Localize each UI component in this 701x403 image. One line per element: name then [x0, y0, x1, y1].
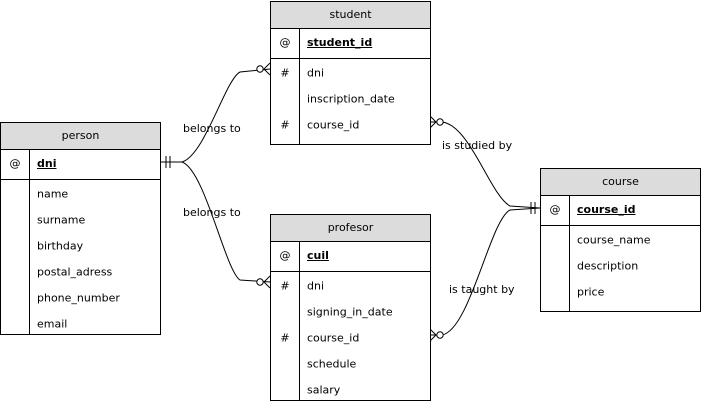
line-person-student	[160, 68, 271, 163]
attribute-row: description	[577, 259, 639, 273]
primary-key-name: course_id	[577, 203, 636, 216]
attribute-row: #course_id	[280, 118, 360, 132]
label-student-course: is studied by	[442, 139, 513, 152]
line-student-course	[430, 121, 541, 209]
column-divider	[29, 149, 30, 334]
attribute-row: phone_number	[37, 291, 120, 305]
entity-course[interactable]: course @ course_id course_name descripti…	[540, 168, 701, 312]
entity-profesor[interactable]: profesor @ cuil #dni signing_in_date #co…	[270, 214, 431, 401]
attribute-row: salary	[307, 383, 341, 397]
label-person-profesor: belongs to	[183, 206, 241, 219]
attribute-row: #dni	[280, 66, 325, 80]
entity-person[interactable]: person @ dni name surname birthday posta…	[0, 122, 161, 335]
attribute-row: postal_adress	[37, 265, 113, 279]
column-divider	[299, 241, 300, 400]
entity-student[interactable]: student @ student_id #dni inscription_da…	[270, 1, 431, 145]
line-person-profesor	[160, 161, 271, 283]
key-symbol: @	[549, 203, 561, 216]
attribute-row: schedule	[307, 357, 357, 371]
attribute-row: course_name	[577, 233, 651, 247]
attribute-row: price	[577, 285, 605, 299]
key-symbol: @	[279, 36, 291, 49]
label-profesor-course: is taught by	[449, 283, 515, 296]
key-symbol: @	[279, 249, 291, 262]
attribute-row: #course_id	[280, 331, 360, 345]
attribute-row: signing_in_date	[307, 305, 393, 319]
entity-title: person	[1, 123, 160, 150]
label-person-student: belongs to	[183, 122, 241, 135]
attribute-row: #dni	[280, 279, 325, 293]
entity-title: profesor	[271, 215, 430, 242]
primary-key-row: @ cuil	[271, 242, 430, 272]
line-profesor-course	[430, 207, 541, 336]
column-divider	[569, 195, 570, 311]
attribute-row: email	[37, 317, 68, 331]
primary-key-row: @ dni	[1, 150, 160, 180]
primary-key-name: dni	[37, 157, 57, 170]
primary-key-name: student_id	[307, 36, 373, 49]
key-symbol: @	[9, 157, 21, 170]
attribute-row: surname	[37, 213, 86, 227]
attribute-row: inscription_date	[307, 92, 395, 106]
column-divider	[299, 28, 300, 144]
entity-title: course	[541, 169, 700, 196]
attribute-row: name	[37, 187, 69, 201]
primary-key-row: @ course_id	[541, 196, 700, 226]
primary-key-name: cuil	[307, 249, 329, 262]
primary-key-row: @ student_id	[271, 29, 430, 59]
entity-title: student	[271, 2, 430, 29]
attribute-row: birthday	[37, 239, 84, 253]
